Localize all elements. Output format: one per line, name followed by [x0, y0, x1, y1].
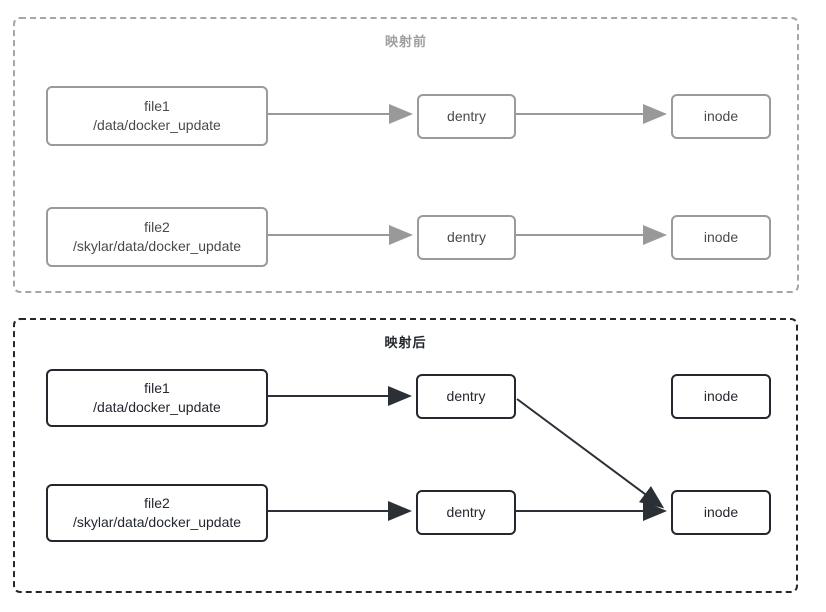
after-dentry1-label: dentry	[446, 388, 486, 404]
before-file2-name: file2	[144, 219, 170, 235]
section-before-title: 映射前	[384, 34, 427, 49]
after-file2-node: file2 /skylar/data/docker_update	[46, 484, 268, 542]
before-file1-path: /data/docker_update	[93, 117, 221, 133]
before-file1-node: file1 /data/docker_update	[46, 86, 268, 146]
before-inode2-node: inode	[671, 215, 771, 260]
after-inode2-label: inode	[703, 504, 739, 520]
after-inode2-node: inode	[671, 490, 771, 535]
after-file1-path: /data/docker_update	[93, 399, 221, 415]
before-dentry2-node: dentry	[417, 215, 516, 260]
after-dentry2-label: dentry	[446, 504, 486, 520]
before-dentry1-node: dentry	[417, 94, 516, 139]
before-inode1-node: inode	[671, 94, 771, 139]
before-file2-node: file2 /skylar/data/docker_update	[46, 207, 268, 267]
section-before-mapping: 映射前 file1 /data/docker_update dentry ino…	[13, 17, 799, 293]
before-file2-path: /skylar/data/docker_update	[72, 238, 242, 254]
after-inode1-node: inode	[671, 374, 771, 419]
after-inode1-label: inode	[703, 388, 739, 404]
section-after-mapping: 映射后 file1 /data/docker_update dentry ino…	[13, 318, 798, 593]
after-dentry1-node: dentry	[416, 374, 516, 419]
before-dentry1-label: dentry	[447, 108, 486, 124]
before-inode1-label: inode	[703, 108, 739, 124]
before-dentry2-label: dentry	[447, 229, 486, 245]
after-file1-node: file1 /data/docker_update	[46, 369, 268, 427]
after-file2-path: /skylar/data/docker_update	[72, 514, 242, 530]
after-dentry2-node: dentry	[416, 490, 516, 535]
section-after-title: 映射后	[384, 335, 427, 350]
before-file1-name: file1	[144, 98, 170, 114]
after-file2-name: file2	[144, 495, 170, 511]
before-inode2-label: inode	[703, 229, 739, 245]
after-file1-name: file1	[144, 380, 170, 396]
